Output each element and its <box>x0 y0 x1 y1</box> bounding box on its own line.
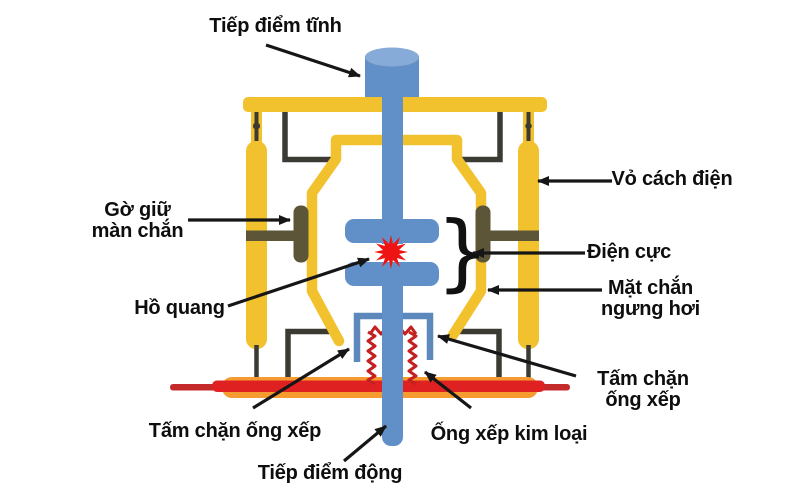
label-tam-chan-ong-xep-left: Tấm chặn ống xếp <box>148 420 322 442</box>
label-tiep-diem-dong: Tiếp điểm động <box>257 462 403 484</box>
static-contact-top <box>365 47 419 67</box>
bottom-right-bracket <box>452 328 502 385</box>
arrow-tam-chan-ong-xep-left <box>252 347 350 410</box>
left-ridge-head <box>293 205 309 263</box>
dark-hardware <box>252 110 532 385</box>
right-insulator-column <box>518 141 539 349</box>
label-dien-cuc: Điện cực <box>586 241 672 263</box>
bottom-left-bracket <box>285 328 338 385</box>
label-tam-chan-ong-xep-right: Tấm chặn ống xếp <box>597 368 689 411</box>
annotation-arrows <box>188 43 612 463</box>
label-ho-quang: Hồ quang <box>134 297 225 319</box>
label-vo-cach-dien: Vỏ cách điện <box>611 168 733 190</box>
right-ridge-arm <box>487 230 539 241</box>
arrow-ho-quang <box>227 257 370 308</box>
left-ridge-arm <box>246 230 298 241</box>
moving-contact-rod <box>382 262 403 446</box>
electrode-assembly <box>345 95 439 446</box>
arrow-ong-xep-kim-loai <box>424 370 472 410</box>
left-insulator-column <box>246 141 267 349</box>
arrow-tiep-diem-dong <box>342 424 388 463</box>
upper-rod <box>382 95 403 244</box>
static-contact <box>365 47 419 99</box>
arrow-tiep-diem-tinh <box>265 43 361 78</box>
label-go-giu-man-chan: Gờ giữ màn chắn <box>91 199 184 242</box>
base-red-bar <box>212 380 545 392</box>
right-stem-nut <box>525 122 532 130</box>
bellows-left-coil <box>366 330 377 386</box>
arrow-tam-chan-ong-xep-right <box>437 334 577 378</box>
upper-electrode-disc <box>345 219 439 243</box>
label-tiep-diem-tinh: Tiếp điểm tĩnh <box>209 15 342 37</box>
left-stem-nut <box>252 122 261 130</box>
bellows-right-coil <box>407 330 418 386</box>
base-assembly <box>170 377 570 398</box>
top-left-bracket <box>282 112 336 163</box>
top-right-bracket <box>453 112 503 163</box>
label-mat-chan-ngung-hoi: Mặt chắn ngưng hơi <box>600 277 701 320</box>
lower-electrode-disc <box>345 262 439 286</box>
arc-burst <box>374 235 408 269</box>
label-ong-xep-kim-loai: Ống xếp kim loại <box>430 423 588 445</box>
